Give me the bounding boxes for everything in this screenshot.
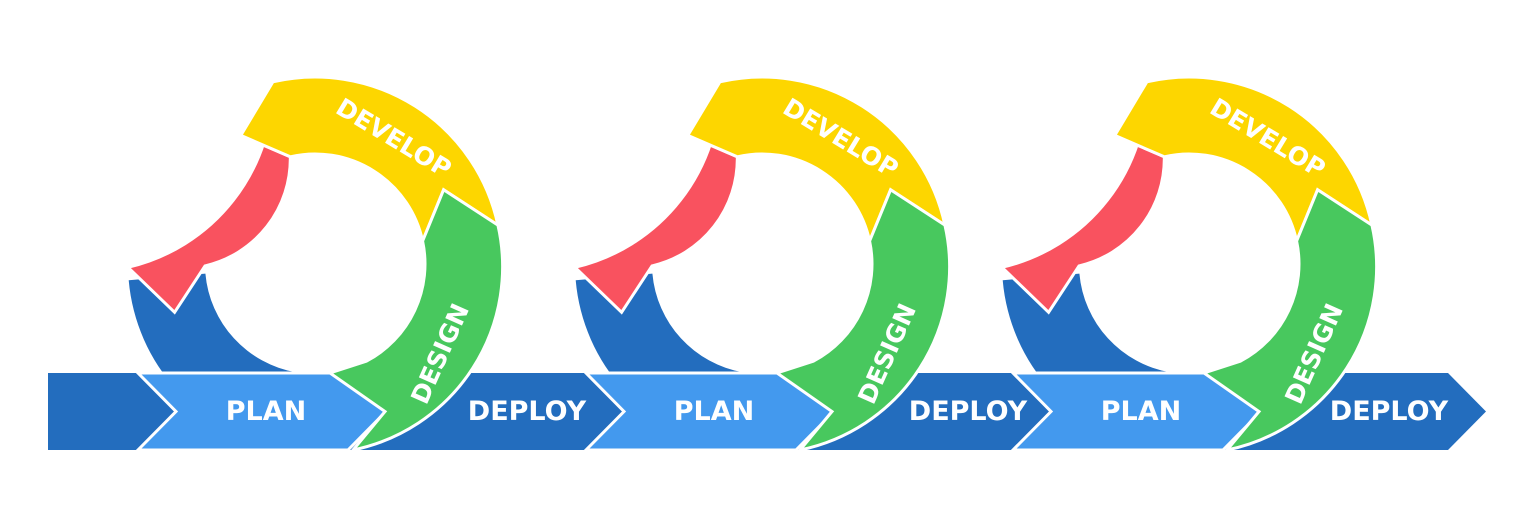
cycle-1 xyxy=(124,75,505,453)
design-arrow xyxy=(773,187,952,453)
plan-label: PLAN xyxy=(674,396,755,427)
deploy-label-3: DEPLOY xyxy=(1330,396,1449,427)
deploy-label-1: DEPLOY xyxy=(468,396,587,427)
test-arrow xyxy=(998,76,1166,315)
cycle-3 xyxy=(998,75,1379,453)
design-arrow xyxy=(326,187,505,453)
design-arrow xyxy=(1200,187,1379,453)
deploy-label-2: DEPLOY xyxy=(909,396,1028,427)
cycle-2 xyxy=(571,75,952,453)
test-label: TEST xyxy=(160,148,218,223)
plan-label: PLAN xyxy=(226,396,307,427)
test-label: TEST xyxy=(1034,148,1092,223)
test-label: TEST xyxy=(607,148,665,223)
test-arrow xyxy=(571,76,739,315)
test-arrow xyxy=(124,76,292,315)
develop-arrow xyxy=(1112,75,1375,247)
develop-arrow xyxy=(685,75,948,247)
plan-label: PLAN xyxy=(1101,396,1182,427)
develop-arrow xyxy=(238,75,501,247)
